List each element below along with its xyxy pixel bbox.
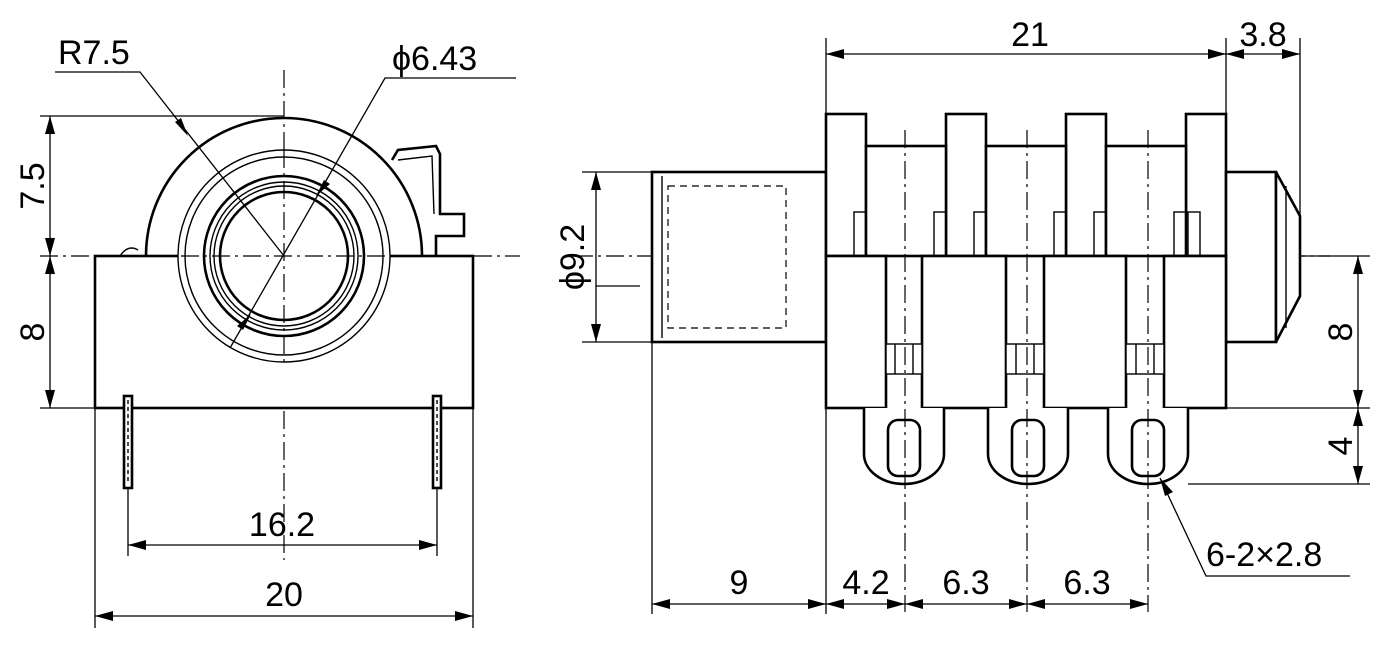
lower-body-2 [920,254,1008,410]
diameter-leader [229,77,516,349]
pl-arrow-bottom [1353,466,1363,484]
front-view: R7.5 ϕ6.43 7.5 8 16.2 20 [14,34,520,628]
b-arrow-4a [1027,599,1045,609]
radius-leader [55,71,285,257]
arrow-lower-bottom [45,390,55,408]
link-3 [1125,343,1165,375]
overall-length-label: 21 [1011,16,1049,54]
body-arrow-left [95,611,113,621]
pin-pitch-1-label: 6.3 [942,564,989,602]
lug-1 [862,408,946,486]
height-upper-label: 7.5 [14,162,52,209]
b-arrow-2a [826,599,844,609]
bh-arrow-top [1353,256,1363,274]
b-arrow-1b [808,599,826,609]
len-arrow-left [826,49,844,59]
body-arrow-right [455,611,473,621]
bushing-diameter-label: ϕ9.2 [554,224,592,290]
upper-contact-2 [944,112,988,258]
pin-pitch-2-label: 6.3 [1063,564,1110,602]
arrow-upper-bottom [45,238,55,256]
pin-spacing-label: 16.2 [249,506,315,544]
lower-body-3 [1042,254,1128,410]
upper-body-3 [1104,144,1188,258]
housing-left-tab [119,247,139,257]
slot-callout-label: 6-2×2.8 [1206,536,1322,574]
arrow-lower-top [45,256,55,274]
bush-arrow-top [591,172,601,190]
upper-contact-1 [824,112,868,258]
diameter-label: ϕ6.43 [392,40,477,78]
height-lower-label: 8 [14,323,52,342]
upper-body-2 [984,144,1068,258]
lug-1-slot [886,418,922,478]
b-arrow-4b [1130,599,1148,609]
bh-arrow-bottom [1353,390,1363,408]
housing-arc [144,116,424,257]
len-arrow-right [1208,49,1226,59]
lower-body-1 [824,254,888,410]
slot-arrowhead [1160,478,1173,496]
side-view: 21 3.8 ϕ9.2 8 4 6-2×2.8 [554,16,1370,614]
first-pin-offset-label: 4.2 [842,564,889,602]
pin-arrow-right [419,540,437,550]
tip-arrow-right [1282,49,1300,59]
lug-2 [986,408,1070,486]
link-2 [1005,343,1045,375]
lug-2-slot [1010,418,1046,478]
link-1 [885,343,923,375]
tip-arrow-left [1226,49,1244,59]
upper-contact-4 [1184,112,1228,258]
bush-arrow-bottom [591,324,601,342]
body-height-label: 8 [1322,323,1360,342]
pin-arrow-left [128,540,146,550]
diameter-arrowhead-bottom [237,314,251,330]
pin-length-label: 4 [1322,437,1360,456]
lower-body-4 [1162,254,1228,410]
diameter-arrowhead-top [316,180,330,196]
radius-arrowhead [175,118,188,136]
terminal-bracket [390,144,466,256]
b-arrow-2b [887,599,905,609]
b-arrow-1a [652,599,670,609]
upper-body-4 [1224,170,1278,344]
pl-arrow-top [1353,408,1363,426]
tip-length-label: 3.8 [1239,16,1286,54]
slot-leader [1159,477,1350,577]
terminal-bracket-inner [397,155,435,215]
tip-cone [1274,171,1302,343]
radius-label: R7.5 [58,34,130,72]
arrow-upper-top [45,116,55,134]
upper-body-1 [864,144,948,258]
bushing-hidden [667,185,787,329]
b-arrow-3a [905,599,923,609]
b-arrow-3b [1009,599,1027,609]
body-width-label: 20 [265,576,303,614]
bushing [650,170,828,344]
upper-contact-3 [1064,112,1108,258]
bushing-length-label: 9 [730,564,749,602]
